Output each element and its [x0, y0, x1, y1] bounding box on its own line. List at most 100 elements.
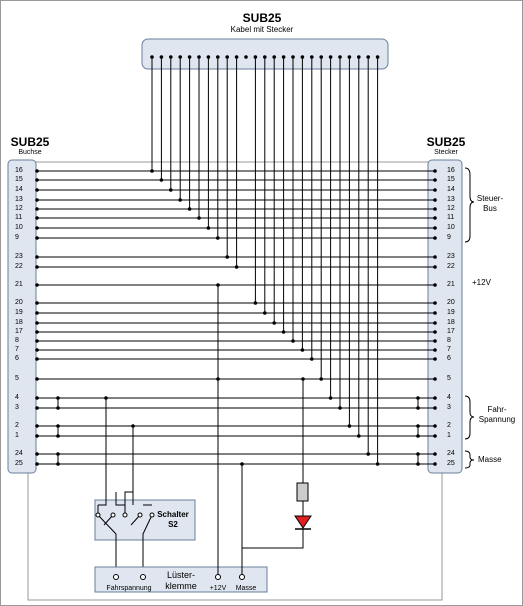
- left-pin-dot: [35, 396, 39, 400]
- left-pin-25: 25: [15, 460, 23, 467]
- right-pin-dot: [433, 377, 437, 381]
- plus12v-label: +12V: [472, 278, 492, 287]
- top-pin-dot: [244, 55, 248, 59]
- left-connector-title: SUB25: [11, 135, 50, 149]
- left-connector-body: [7, 159, 37, 474]
- led-wiring: [242, 378, 304, 549]
- junction-dot: [366, 452, 371, 456]
- junction-dot: [291, 339, 295, 343]
- supply-wires: [217, 285, 243, 575]
- left-pin-dot: [35, 330, 39, 334]
- right-pin-9: 9: [447, 234, 451, 241]
- bridge-dot: [416, 434, 420, 438]
- switch-terminals: [95, 512, 155, 518]
- left-pin-21: 21: [15, 281, 23, 288]
- right-pin-16: 16: [447, 167, 455, 174]
- left-pin-3: 3: [15, 404, 19, 411]
- fahrspannung-label-line1: Fahr-: [487, 405, 506, 414]
- right-pin-dot: [433, 462, 437, 466]
- junction-dot: [338, 406, 342, 410]
- right-pin-dot: [433, 216, 437, 220]
- left-pin-dot: [35, 357, 39, 361]
- junction-dot: [310, 357, 314, 361]
- left-pin-8: 8: [15, 337, 19, 344]
- junction-dot: [225, 255, 229, 259]
- left-pin-dot: [35, 377, 39, 381]
- left-pin-dot: [35, 216, 39, 220]
- right-pin-4: 4: [447, 394, 451, 401]
- right-pin-dot: [433, 255, 437, 259]
- right-pin-dot: [433, 301, 437, 305]
- terminal-label-fahrspannung: Fahrspannung: [106, 585, 151, 592]
- right-pin-10: 10: [447, 224, 455, 231]
- resistor: [296, 482, 309, 502]
- right-pin-3: 3: [447, 404, 451, 411]
- right-pin-6: 6: [447, 355, 451, 362]
- left-pin-dot: [35, 226, 39, 230]
- right-pin-dot: [433, 424, 437, 428]
- right-pin-12: 12: [447, 205, 455, 212]
- left-pin-dot: [35, 434, 39, 438]
- top-connector-subtitle: Kabel mit Stecker: [231, 25, 294, 34]
- left-pin-dot: [35, 265, 39, 269]
- junction-dot: [197, 216, 201, 220]
- left-pin-dot: [35, 348, 39, 352]
- right-pin-21: 21: [447, 281, 455, 288]
- luesterklemme-title-line2: klemme: [165, 581, 197, 591]
- left-pin-10: 10: [15, 224, 23, 231]
- left-pin-dot: [35, 188, 39, 192]
- bridge-dot: [416, 462, 420, 466]
- bridge-dot: [416, 452, 420, 456]
- right-pin-dot: [433, 330, 437, 334]
- right-pin-13: 13: [447, 196, 455, 203]
- switch-s2-body: [94, 499, 196, 541]
- bridge-dot: [56, 434, 60, 438]
- terminal-label-12v: +12V: [210, 585, 227, 592]
- right-pin-5: 5: [447, 375, 451, 382]
- right-pin-dot: [433, 406, 437, 410]
- left-pin-dot: [35, 169, 39, 173]
- junction-dot: [272, 321, 277, 325]
- left-pin-dot: [35, 301, 39, 305]
- right-pin-dot: [433, 321, 437, 325]
- bridge-dot: [56, 406, 60, 410]
- right-pin-dot: [433, 178, 437, 182]
- junction-dot: [357, 434, 361, 438]
- junction-dot: [178, 198, 182, 202]
- switch-contacts: [97, 398, 153, 575]
- left-pin-22: 22: [15, 263, 23, 270]
- bridge-dot: [416, 396, 420, 400]
- junction-dot: [159, 178, 164, 182]
- left-pin-18: 18: [15, 319, 23, 326]
- luesterklemme-title-line1: Lüster-: [167, 570, 195, 580]
- right-pin-11: 11: [447, 214, 454, 221]
- fahrspannung-brace: [464, 395, 475, 440]
- left-pin-19: 19: [15, 309, 23, 316]
- left-pin-23: 23: [15, 253, 23, 260]
- masse-label: Masse: [478, 455, 502, 464]
- junction-dot: [281, 330, 286, 334]
- left-pin-dot: [35, 236, 39, 240]
- left-pin-dot: [35, 321, 39, 325]
- right-pin-dot: [433, 339, 437, 343]
- right-pin-18: 18: [447, 319, 455, 326]
- left-pin-dot: [35, 255, 39, 259]
- left-pin-2: 2: [15, 422, 19, 429]
- right-pin-dot: [433, 357, 437, 361]
- right-pin-25: 25: [447, 460, 455, 467]
- left-pin-16: 16: [15, 167, 23, 174]
- right-pin-dot: [433, 434, 437, 438]
- bridge-dot: [56, 462, 60, 466]
- left-pin-dot: [35, 339, 39, 343]
- bridge-dot: [56, 424, 60, 428]
- left-pin-dot: [35, 311, 39, 315]
- switch-label-line2: S2: [168, 520, 178, 529]
- right-pin-20: 20: [447, 299, 455, 306]
- left-pin-6: 6: [15, 355, 19, 362]
- junction-dot: [206, 226, 211, 230]
- left-connector-subtitle: Buchse: [18, 149, 41, 156]
- right-pin-dot: [433, 265, 437, 269]
- left-pin-5: 5: [15, 375, 19, 382]
